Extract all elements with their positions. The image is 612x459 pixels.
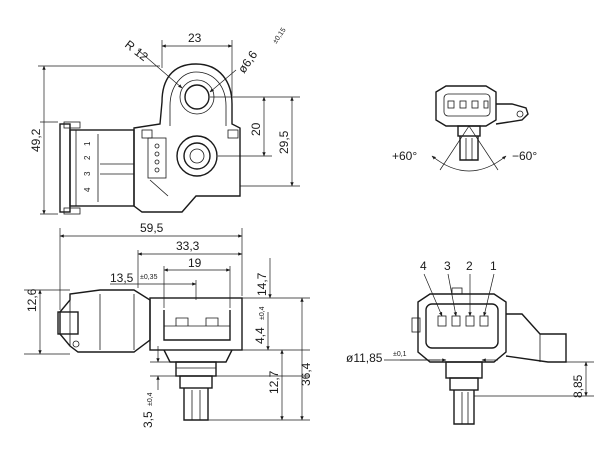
rot-connector [435,85,497,127]
dim-49-2: 49,2 [29,128,43,152]
dim-59-5: 59,5 [140,221,164,235]
pin-2-label: 2 [466,259,473,273]
angle-plus-60: +60° [392,149,417,163]
angle-minus-60: −60° [512,149,537,163]
dim-13-5: 13,5 [110,271,134,285]
rotation-view: +60° −60° [392,85,537,172]
top-view: 1 2 3 4 23 R 12 ø6,6 ±0,15 49,2 20 29,5 [29,27,300,215]
dim-23: 23 [188,31,202,45]
pin-1-label: 1 [490,259,497,273]
housing-outline [133,63,241,213]
dim-11-85-tol: ±0,1 [393,351,407,358]
dim-12-7: 12,7 [267,370,281,394]
dim-4-4-tol: ±0,4 [259,306,266,320]
dim-36-4: 36,4 [299,362,313,386]
dim-19: 19 [188,256,202,270]
dim-20: 20 [249,122,263,136]
pin-label: 4 [83,187,92,192]
front-view: 4 3 2 1 ø11,85 ±0,1 8,85 [346,259,594,425]
side-view: 59,5 33,3 19 13,5 ±0,35 12,6 14,7 4,4 ±0… [24,221,313,428]
rot-flange [495,103,529,125]
pin-label: 1 [83,141,92,146]
dim-4-4: 4,4 [253,327,267,344]
dim-11-85: ø11,85 [346,351,383,365]
dim-3-5: 3,5 [141,411,155,428]
dim-29-5: 29,5 [277,130,291,154]
dim-13-5-tol: ±0,35 [140,274,158,281]
front-connector [417,293,507,363]
dim-d66-tol: ±0,15 [272,27,288,45]
front-flange [505,313,567,363]
connector-body [69,129,135,207]
pin-4-label: 4 [420,259,427,273]
dim-d66: ø6,6 [235,48,260,76]
dim-12-6: 12,6 [25,288,39,312]
sensor-port-outer [176,135,218,177]
pin-3-label: 3 [444,259,451,273]
mounting-hole [184,84,210,110]
dim-8-85: 8,85 [571,374,585,398]
dim-14-7: 14,7 [255,272,269,296]
pin-label: 2 [83,155,92,160]
pin-label: 3 [83,171,92,176]
dim-3-5-tol: ±0,4 [147,392,154,406]
dim-33-3: 33,3 [176,239,200,253]
connector-latch [59,123,71,213]
dim-r12: R 12 [122,37,151,64]
